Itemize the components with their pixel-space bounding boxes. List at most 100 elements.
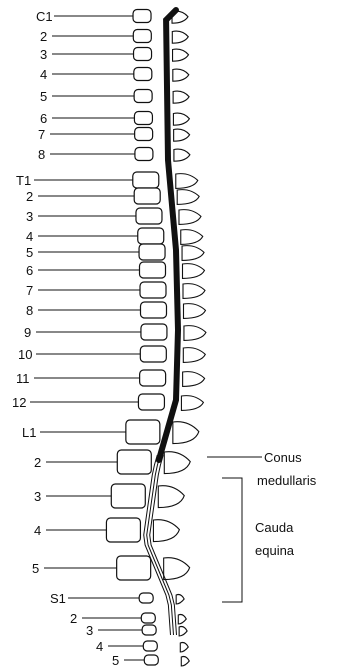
thoracic-vertebra-body-5 [139,244,165,260]
sacral-vertebra-body-2 [141,613,155,623]
lumbar-spinous-process-3 [158,486,184,508]
thoracic-spinous-process-7 [183,284,205,299]
sacral-label-1: S1 [50,591,66,606]
sacral-spinous-process-2 [178,615,186,625]
lumbar-vertebra-body-4 [106,518,140,542]
cervical-vertebra-body-4 [134,68,152,81]
thoracic-label-2: 2 [26,189,33,204]
lumbar-spinous-process-5 [164,558,190,580]
cervical-spinous-process-3 [173,49,189,61]
sacral-spinous-process-3 [179,627,187,637]
cervical-vertebra-body-6 [134,112,152,125]
cervical-vertebra-body-3 [134,48,152,61]
thoracic-spinous-process-8 [184,304,206,319]
lumbar-vertebra-body-2 [117,450,151,474]
sacral-label-2: 2 [70,611,77,626]
cauda-label-line1: Cauda [255,520,294,535]
cauda-bracket [222,478,242,602]
thoracic-vertebra-body-3 [136,208,162,224]
thoracic-vertebra-body-9 [141,324,167,340]
cervical-vertebra-body-7 [135,128,153,141]
sacral-spinous-process-4 [180,643,188,653]
cervical-spinous-process-8 [174,149,190,161]
thoracic-spinous-process-1 [176,174,198,189]
cervical-vertebra-body-2 [133,30,151,43]
thoracic-label-12: 12 [12,395,26,410]
cervical-label-7: 7 [38,127,45,142]
cervical-vertebra-body-1 [133,10,151,23]
thoracic-vertebra-body-6 [140,262,166,278]
sacral-label-4: 4 [96,639,103,654]
thoracic-label-3: 3 [26,209,33,224]
cauda-equina-strand-3 [150,455,177,635]
thoracic-vertebra-body-1 [133,172,159,188]
thoracic-spinous-process-12 [181,396,203,411]
thoracic-label-4: 4 [26,229,33,244]
conus-label-line1: Conus [264,450,302,465]
cervical-label-6: 6 [40,111,47,126]
sacral-spinous-process-1 [176,595,184,605]
cervical-vertebra-body-8 [135,148,153,161]
cervical-spinous-process-5 [173,91,189,103]
thoracic-spinous-process-4 [181,230,203,245]
thoracic-vertebra-body-8 [141,302,167,318]
lumbar-vertebra-body-3 [111,484,145,508]
thoracic-label-6: 6 [26,263,33,278]
thoracic-spinous-process-5 [182,246,204,261]
cervical-label-1: C1 [36,9,53,24]
thoracic-label-9: 9 [24,325,31,340]
thoracic-vertebra-body-11 [140,370,166,386]
sacral-vertebra-body-3 [142,625,156,635]
thoracic-label-8: 8 [26,303,33,318]
cervical-label-4: 4 [40,67,47,82]
thoracic-spinous-process-2 [177,190,199,205]
thoracic-vertebra-body-10 [140,346,166,362]
thoracic-vertebra-body-4 [138,228,164,244]
thoracic-label-7: 7 [26,283,33,298]
thoracic-label-10: 10 [18,347,32,362]
conus-medullaris-annotation: Conus medullaris [207,450,317,488]
sacral-label-3: 3 [86,623,93,638]
sacral-vertebra-body-5 [144,655,158,665]
cauda-label-line2: equina [255,543,295,558]
lumbar-vertebra-body-5 [117,556,151,580]
cervical-spinous-process-2 [172,31,188,43]
thoracic-label-5: 5 [26,245,33,260]
conus-label-line2: medullaris [257,473,317,488]
sacral-label-5: 5 [112,653,119,668]
lumbar-spinous-process-4 [153,520,179,542]
thoracic-spinous-process-3 [179,210,201,225]
vertebral-bodies [106,10,167,666]
cervical-spinous-process-4 [173,69,189,81]
sacral-spinous-process-5 [181,657,189,667]
cervical-spinous-process-6 [173,113,189,125]
cervical-label-8: 8 [38,147,45,162]
thoracic-vertebra-body-7 [140,282,166,298]
cervical-label-3: 3 [40,47,47,62]
lumbar-vertebra-body-1 [126,420,160,444]
lumbar-label-3: 3 [34,489,41,504]
thoracic-spinous-process-6 [183,264,205,279]
cauda-equina-annotation: Cauda equina [222,478,295,602]
lumbar-label-4: 4 [34,523,41,538]
lumbar-spinous-process-1 [173,422,199,444]
thoracic-label-1: T1 [16,173,31,188]
lumbar-label-1: L1 [22,425,36,440]
sacral-vertebra-body-4 [143,641,157,651]
cervical-vertebra-body-5 [134,90,152,103]
lumbar-label-5: 5 [32,561,39,576]
thoracic-spinous-process-9 [184,326,206,341]
lumbar-label-2: 2 [34,455,41,470]
thoracic-vertebra-body-2 [134,188,160,204]
cervical-label-5: 5 [40,89,47,104]
thoracic-label-11: 11 [16,371,30,386]
thoracic-spinous-process-10 [183,348,205,363]
lumbar-spinous-process-2 [164,452,190,474]
thoracic-vertebra-body-12 [138,394,164,410]
cervical-label-2: 2 [40,29,47,44]
cervical-spinous-process-7 [174,129,190,141]
sacral-vertebra-body-1 [139,593,153,603]
thoracic-spinous-process-11 [183,372,205,387]
